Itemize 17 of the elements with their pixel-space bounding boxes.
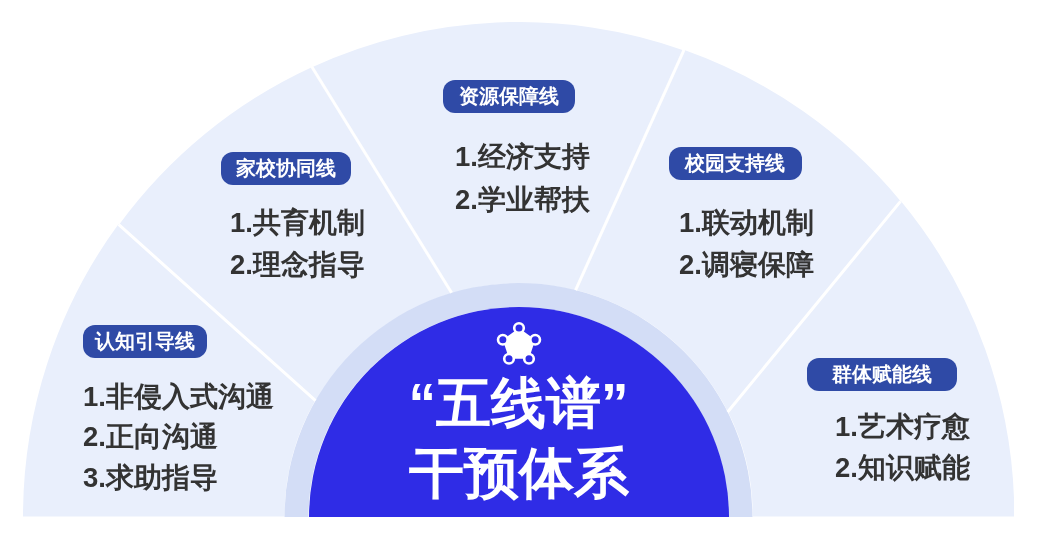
category-tag: 校园支持线 <box>669 147 802 180</box>
hub-title: “五线谱”干预体系 <box>407 371 630 506</box>
list-item: 2.理念指导 <box>230 248 365 282</box>
list-item: 2.调寝保障 <box>679 248 814 282</box>
list-item: 1.联动机制 <box>679 206 814 240</box>
list-item: 2.学业帮扶 <box>455 183 590 217</box>
list-item: 1.非侵入式沟通 <box>83 380 274 414</box>
category-tag: 认知引导线 <box>83 325 207 358</box>
category-tag: 家校协同线 <box>221 152 351 185</box>
list-item: 1.艺术疗愈 <box>835 410 970 444</box>
list-item: 1.共育机制 <box>230 206 365 240</box>
list-item: 2.知识赋能 <box>835 451 970 485</box>
list-item: 1.经济支持 <box>455 140 590 174</box>
category-tag: 群体赋能线 <box>807 358 957 391</box>
list-item: 3.求助指导 <box>83 461 218 495</box>
list-item: 2.正向沟通 <box>83 420 218 455</box>
category-tag: 资源保障线 <box>443 80 575 113</box>
